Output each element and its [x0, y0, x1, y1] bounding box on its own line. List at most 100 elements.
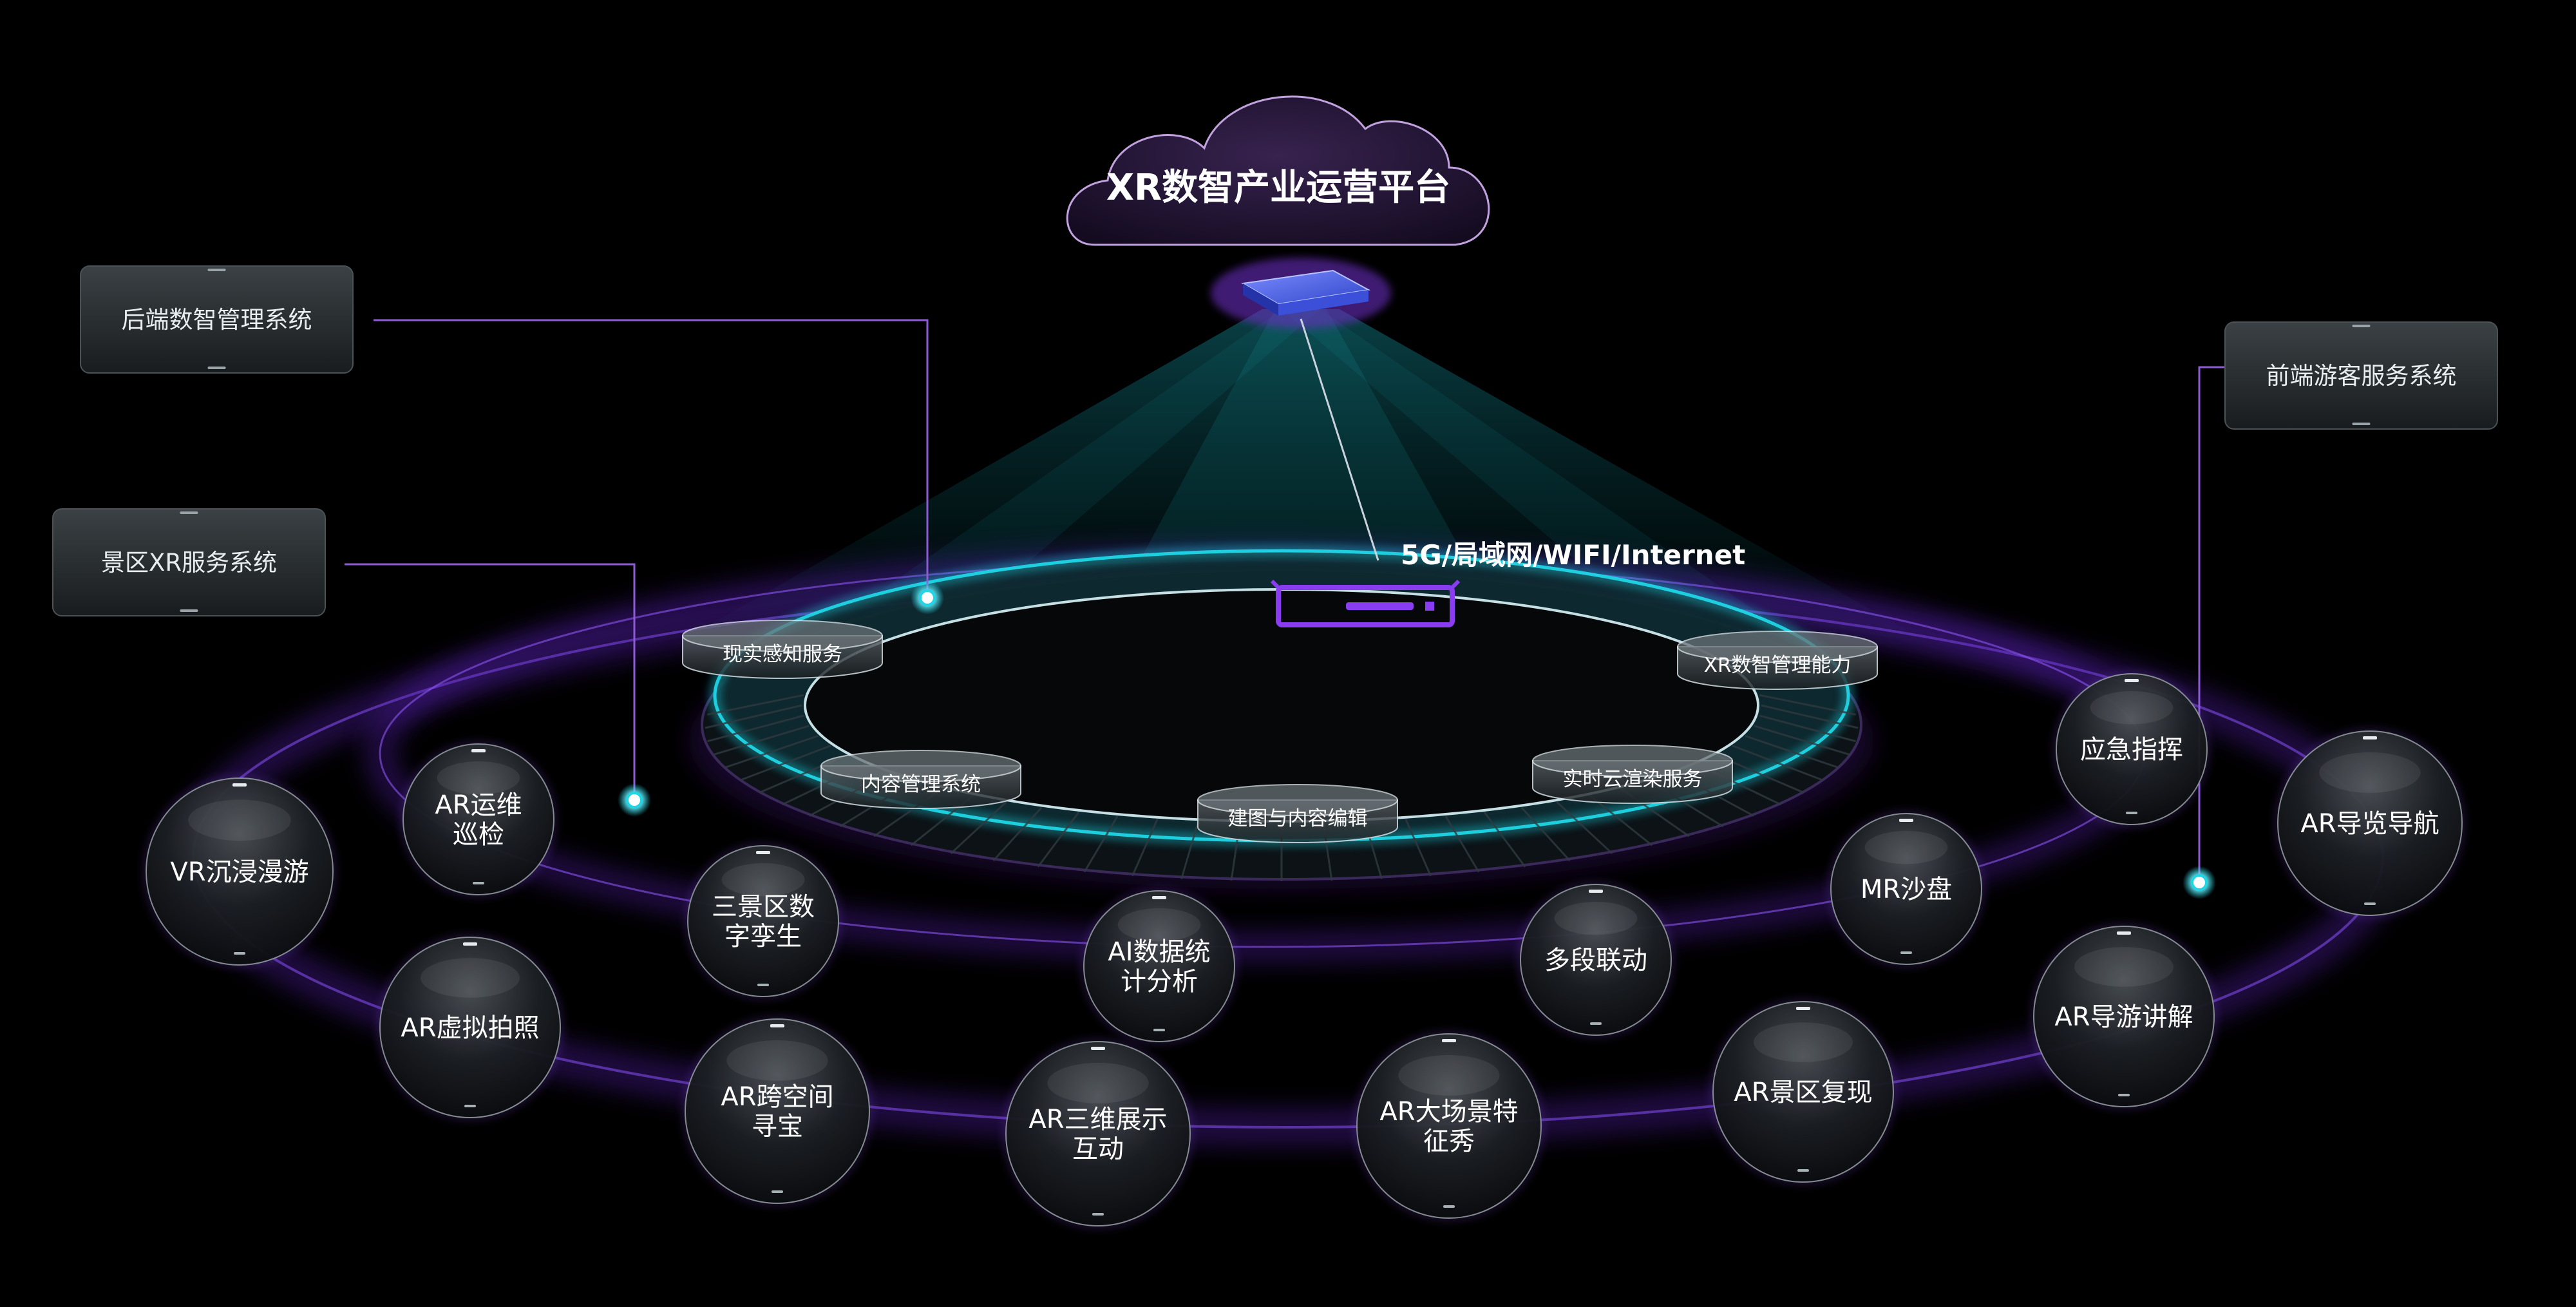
- ring-segment: [1732, 745, 1824, 781]
- bubble-label-line: VR沉浸漫游: [170, 857, 308, 887]
- bubble-ar-guide-navigation[interactable]: AR导览导航: [2274, 727, 2466, 919]
- panel-label: 前端游客服务系统: [2266, 362, 2457, 390]
- bubble-label-line: 三景区数: [712, 892, 815, 922]
- bubble-ar-scenic-restore[interactable]: AR景区复现: [1709, 998, 1897, 1186]
- disc-label: 实时云渲染服务: [1563, 768, 1703, 791]
- panel-handle: [2352, 325, 2371, 327]
- bubble-label-line: 互动: [1072, 1134, 1124, 1164]
- bubble-label-line: 巡检: [453, 820, 504, 850]
- ring-segment: [1745, 734, 1839, 769]
- panel-handle: [180, 609, 198, 612]
- disc-modeling-editing[interactable]: 建图与内容编辑: [1197, 784, 1398, 843]
- cloud-platform: XR数智产业运营平台: [1066, 95, 1490, 246]
- disc-reality-sensing[interactable]: 现实感知服务: [682, 620, 883, 679]
- ring-segment: [1759, 694, 1856, 716]
- bubble-top-mark: [1091, 1047, 1105, 1050]
- connector-scenic: [345, 563, 651, 817]
- ring-segment: [1761, 704, 1859, 729]
- disc-label: XR数智管理能力: [1704, 654, 1852, 677]
- bubble-bottom-mark: [2364, 902, 2376, 905]
- network-label: 5G/局域网/WIFI/Internet: [1401, 539, 1745, 571]
- bubble-bottom-mark: [772, 1190, 783, 1193]
- bubble-label-line: 征秀: [1423, 1127, 1475, 1156]
- bubble-ar-virtual-photo[interactable]: AR虚拟拍照: [376, 933, 564, 1121]
- ring-segment: [714, 725, 810, 756]
- bubble-label-line: 寻宝: [752, 1112, 803, 1141]
- panel-handle: [207, 367, 226, 369]
- bubble-top-mark: [2117, 931, 2131, 935]
- panel-frontend-system[interactable]: 前端游客服务系统: [2224, 321, 2498, 430]
- bubble-top-mark: [471, 749, 486, 752]
- bubble-multi-link[interactable]: 多段联动: [1517, 881, 1675, 1039]
- bubble-label-line: AR三维展示: [1028, 1105, 1167, 1134]
- bubble-bottom-mark: [1900, 951, 1912, 954]
- panel-scenic-xr-system[interactable]: 景区XR服务系统: [52, 508, 326, 616]
- bubble-bottom-mark: [1092, 1213, 1104, 1216]
- ring-segment: [950, 801, 1007, 855]
- bubble-bottom-mark: [473, 882, 484, 884]
- bubble-label-line: AR大场景特: [1379, 1097, 1518, 1127]
- bubble-ar-guide-narration[interactable]: AR导游讲解: [2030, 922, 2218, 1111]
- disc-cloud-rendering[interactable]: 实时云渲染服务: [1532, 745, 1733, 804]
- bubble-label-line: AR导游讲解: [2054, 1002, 2193, 1032]
- bubble-label-line: AR运维: [435, 790, 522, 820]
- panel-label: 景区XR服务系统: [101, 549, 277, 577]
- bubble-bottom-mark: [1797, 1169, 1809, 1172]
- network-cable: [1300, 318, 1379, 561]
- bubble-label-line: 多段联动: [1544, 946, 1647, 975]
- bubble-top-mark: [1796, 1007, 1810, 1010]
- ring-segment: [1131, 819, 1159, 877]
- server-icon: [1211, 258, 1391, 329]
- bubble-top-mark: [232, 783, 247, 787]
- bubble-label-line: AR虚拟拍照: [401, 1013, 539, 1043]
- bubble-emergency-command[interactable]: 应急指挥: [2052, 670, 2211, 828]
- disc-label: 内容管理系统: [861, 773, 981, 796]
- disc-label: 现实感知服务: [723, 643, 842, 666]
- bubble-mr-sand-table[interactable]: MR沙盘: [1827, 810, 1985, 968]
- bubble-label-line: AR导览导航: [2300, 809, 2439, 839]
- disc-content-management[interactable]: 内容管理系统: [820, 750, 1021, 809]
- router-icon: [1270, 579, 1461, 627]
- bubble-label-line: AI数据统: [1108, 937, 1210, 967]
- ring-segment: [992, 806, 1043, 862]
- bubble-vr-immersive-tour[interactable]: VR沉浸漫游: [142, 774, 337, 969]
- bubble-top-mark: [770, 1024, 784, 1027]
- ring-segment: [1754, 725, 1850, 756]
- disc-xr-management[interactable]: XR数智管理能力: [1677, 631, 1878, 690]
- bubble-label-line: AR景区复现: [1734, 1078, 1872, 1107]
- bubble-top-mark: [1899, 819, 1913, 822]
- bubble-top-mark: [2125, 679, 2139, 682]
- bubble-bottom-mark: [2118, 1094, 2130, 1096]
- ring-segment: [707, 714, 804, 743]
- ring-segment: [1083, 816, 1119, 873]
- bubble-top-mark: [1442, 1039, 1456, 1042]
- platform-title: XR数智产业运营平台: [1106, 167, 1450, 209]
- bubble-bottom-mark: [1443, 1205, 1455, 1208]
- bubble-top-mark: [756, 851, 770, 854]
- bubble-label-line: 计分析: [1121, 967, 1198, 997]
- ring-segment: [707, 694, 804, 716]
- bubble-label-line: 应急指挥: [2080, 735, 2183, 765]
- ring-segment: [1037, 811, 1080, 868]
- panel-handle: [2352, 423, 2371, 425]
- panel-label: 后端数智管理系统: [122, 306, 312, 334]
- bubble-label-line: AR跨空间: [721, 1082, 833, 1112]
- disc-label: 建图与内容编辑: [1228, 807, 1368, 830]
- bubble-top-mark: [1589, 890, 1603, 893]
- bubble-top-mark: [463, 942, 477, 946]
- ring-segment: [739, 745, 831, 781]
- panel-backend-system[interactable]: 后端数智管理系统: [80, 265, 354, 374]
- panel-handle: [180, 511, 198, 514]
- ring-segment: [724, 734, 819, 769]
- bubble-top-mark: [2363, 736, 2377, 739]
- ring-segment: [1589, 795, 1653, 846]
- bubble-bottom-mark: [1153, 1029, 1165, 1031]
- bubble-label-line: MR沙盘: [1861, 875, 1952, 904]
